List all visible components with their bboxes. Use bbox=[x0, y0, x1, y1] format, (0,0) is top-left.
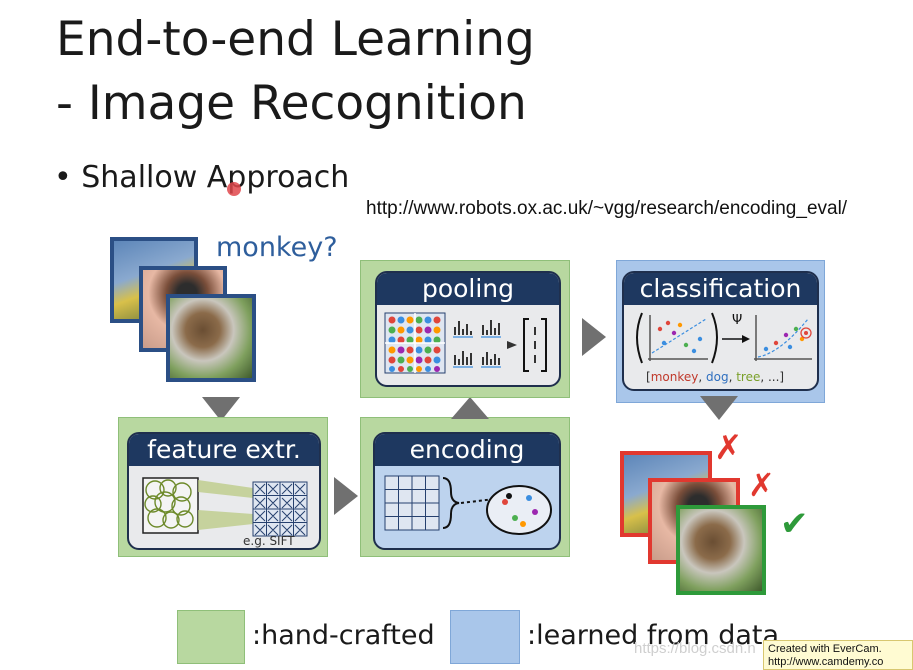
reference-url[interactable]: http://www.robots.ox.ac.uk/~vgg/research… bbox=[366, 198, 848, 219]
class-list-open: [ bbox=[646, 370, 651, 384]
result-image-monkey bbox=[676, 505, 766, 595]
arrow-right-icon bbox=[582, 318, 606, 356]
pooling-stage: pooling bbox=[360, 260, 570, 398]
arrow-right-icon bbox=[334, 477, 358, 515]
sift-illustration bbox=[142, 477, 308, 537]
class-tree: tree bbox=[736, 370, 761, 384]
encoding-stage: encoding bbox=[360, 417, 570, 557]
feature-title: feature extr. bbox=[129, 434, 319, 466]
title-line-1: End-to-end Learning bbox=[56, 12, 535, 67]
classification-stage: classification Ψ [monkey, dog, tree, ...… bbox=[616, 260, 825, 403]
classification-card: classification Ψ [monkey, dog, tree, ...… bbox=[622, 271, 819, 391]
encoding-card: encoding bbox=[373, 432, 561, 550]
bullet-marker: • bbox=[54, 160, 72, 195]
title-line-2: - Image Recognition bbox=[56, 76, 527, 131]
bullet-item: • Shallow Approach bbox=[54, 160, 349, 195]
psi-symbol: Ψ bbox=[732, 313, 743, 328]
class-list-rest: , ...] bbox=[760, 370, 785, 384]
encoding-illustration bbox=[384, 475, 552, 535]
badge-line-1: Created with EverCam. bbox=[768, 643, 882, 655]
class-sep-2: , bbox=[728, 370, 737, 384]
class-dog: dog bbox=[705, 370, 729, 384]
legend-label-hand-crafted: :hand-crafted bbox=[252, 620, 435, 651]
legend-swatch-hand-crafted bbox=[177, 610, 245, 664]
badge-line-2: http://www.camdemy.co bbox=[768, 656, 884, 668]
cursor-pointer bbox=[227, 182, 241, 196]
bullet-text: Shallow Approach bbox=[81, 160, 350, 195]
pooling-card: pooling bbox=[375, 271, 561, 387]
classifier-illustration bbox=[636, 312, 812, 364]
encoding-title: encoding bbox=[375, 434, 559, 466]
arrow-down-icon bbox=[700, 396, 738, 420]
watermark-text: https://blog.csdn.n bbox=[634, 640, 756, 657]
class-sep-1: , bbox=[698, 370, 706, 384]
evercam-badge[interactable]: Created with EverCam. http://www.camdemy… bbox=[763, 640, 913, 670]
wrong-mark-icon: ✗ bbox=[748, 466, 775, 504]
class-list: [monkey, dog, tree, ...] bbox=[646, 370, 784, 384]
input-image-monkey bbox=[166, 294, 256, 382]
feature-caption: e.g. SIFT bbox=[243, 534, 295, 548]
wrong-mark-icon: ✗ bbox=[714, 428, 743, 468]
arrow-up-icon bbox=[451, 397, 489, 419]
feature-card: feature extr. e.g. SIFT bbox=[127, 432, 321, 550]
legend-swatch-learned bbox=[450, 610, 520, 664]
pooling-illustration bbox=[384, 312, 547, 374]
check-mark-icon: ✔ bbox=[780, 504, 809, 544]
feature-extraction-stage: feature extr. e.g. SIFT bbox=[118, 417, 328, 557]
class-monkey: monkey bbox=[650, 370, 699, 384]
pooling-title: pooling bbox=[377, 273, 559, 305]
legend-label-learned: :learned from data bbox=[527, 620, 780, 651]
classification-title: classification bbox=[624, 273, 817, 305]
input-query-label: monkey? bbox=[216, 232, 338, 263]
